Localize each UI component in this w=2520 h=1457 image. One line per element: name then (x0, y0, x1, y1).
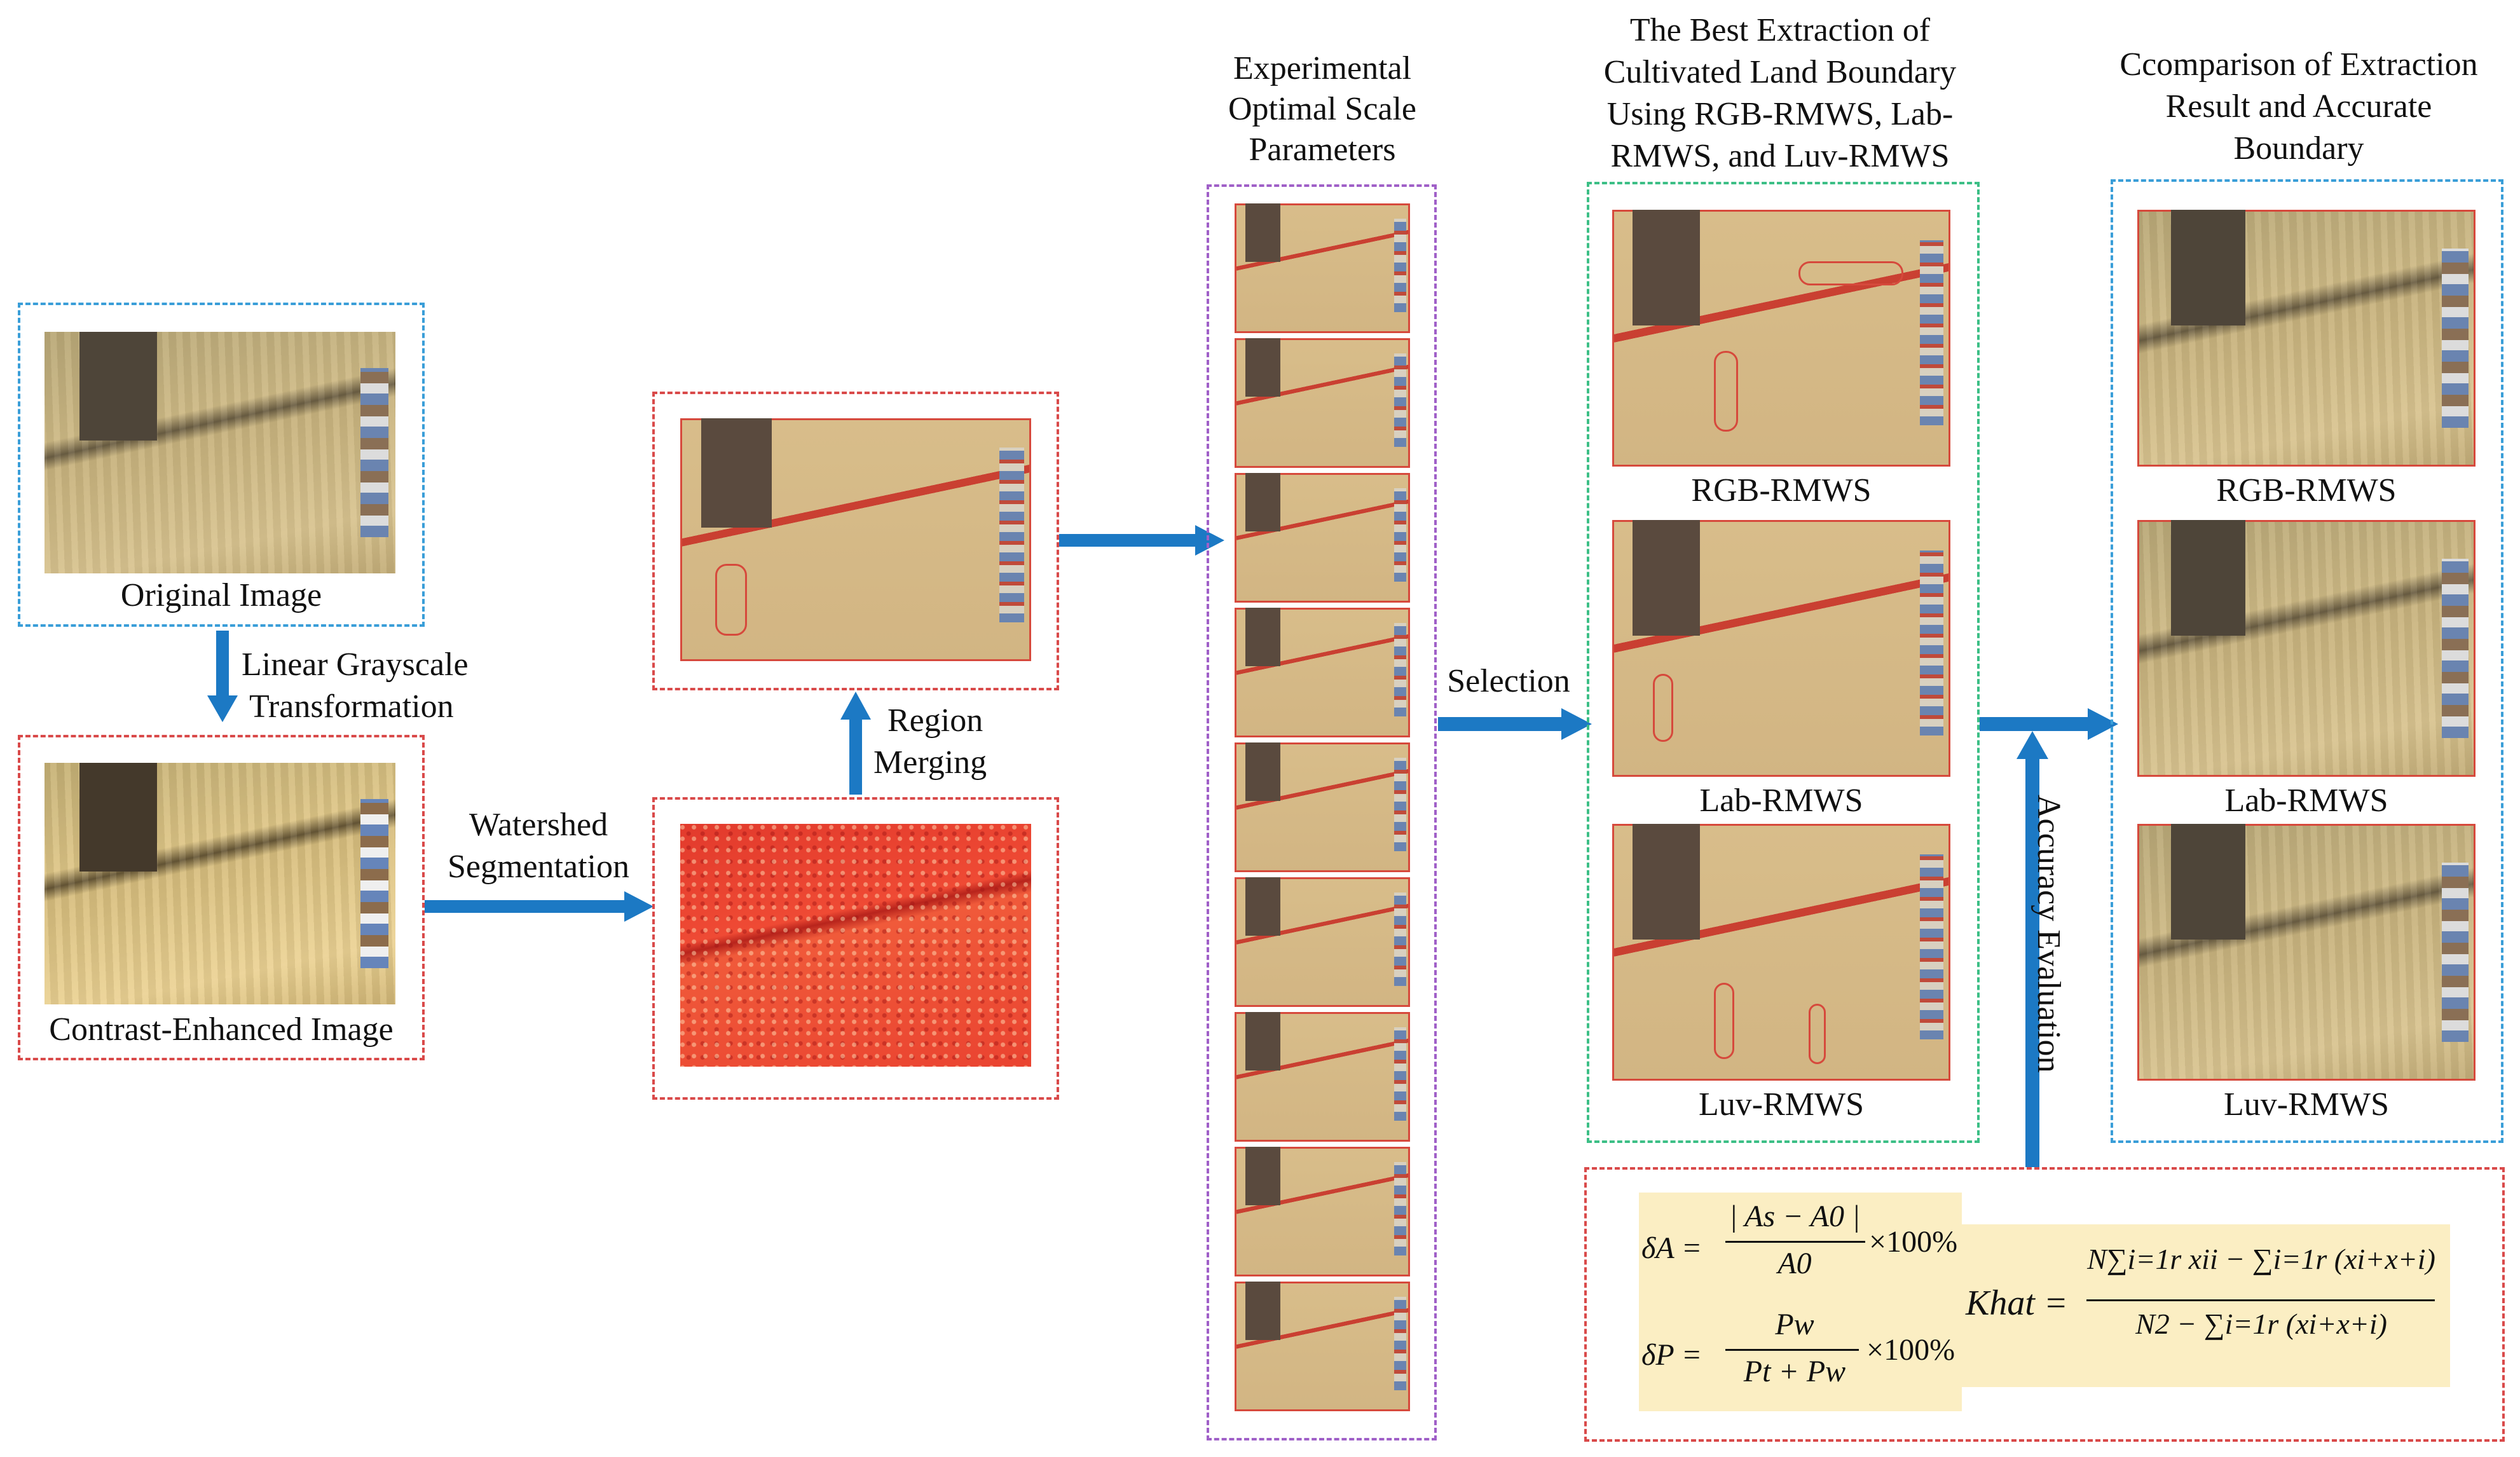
best-luv-label: Luv-RMWS (1699, 1086, 1864, 1123)
linear-transform-label-2: Transformation (249, 688, 454, 725)
best-extraction-label-1: The Best Extraction of (1629, 12, 1931, 48)
parameter-image-1 (1235, 203, 1410, 333)
parameter-image-5 (1235, 742, 1410, 872)
arrow-right-to-parameters-head (1195, 525, 1224, 556)
experimental-label-3: Parameters (1249, 132, 1396, 168)
region-merging-label-2: Merging (873, 744, 987, 781)
arrow-right-selection (1438, 717, 1565, 731)
contrast-enhanced-image (45, 763, 395, 1004)
arrow-right-watershed (425, 900, 628, 913)
watershed-label-1: Watershed (469, 807, 608, 843)
arrow-up-region-merging-head (840, 692, 871, 720)
best-lab-image (1612, 520, 1950, 777)
best-lab-label: Lab-RMWS (1699, 783, 1863, 819)
watershed-result-box (652, 797, 1059, 1100)
experimental-parameters-box (1207, 184, 1437, 1440)
arrow-down-linear (216, 631, 229, 698)
best-extraction-label-2: Cultivated Land Boundary (1603, 54, 1957, 90)
accuracy-formula-box (1584, 1167, 2505, 1442)
best-rgb-image (1612, 210, 1950, 467)
comparison-lab-image (2137, 520, 2475, 777)
comparison-rgb-label: RGB-RMWS (2216, 472, 2397, 509)
original-image-label: Original Image (120, 577, 322, 613)
arrow-right-comparison (1980, 717, 2092, 731)
khat-formula: Khat = N∑i=1r xii − ∑i=1r (xi+x+i) N2 − … (1962, 1224, 2450, 1387)
khat-lhs: Khat = (1966, 1283, 2068, 1323)
delta-p-numerator: Pw (1775, 1308, 1814, 1341)
comparison-rgb-image (2137, 210, 2475, 467)
delta-a-fraction-line (1725, 1241, 1865, 1243)
arrow-right-comparison-head (2088, 708, 2118, 740)
experimental-label-1: Experimental (1233, 50, 1412, 86)
arrow-up-accuracy (2025, 756, 2039, 1167)
arrow-right-watershed-head (624, 891, 654, 922)
best-luv-image (1612, 824, 1950, 1081)
contrast-image-label: Contrast-Enhanced Image (49, 1011, 394, 1048)
arrow-up-accuracy-head (2017, 731, 2048, 759)
comparison-label-1: Ccomparison of Extraction (2119, 46, 2478, 83)
best-extraction-label-3: Using RGB-RMWS, Lab- (1606, 96, 1954, 132)
parameter-image-7 (1235, 1012, 1410, 1142)
accuracy-evaluation-label: Accuracy Evaluation (2030, 795, 2067, 1073)
comparison-luv-image (2137, 824, 2475, 1081)
arrow-down-linear-head (207, 695, 238, 722)
delta-p-fraction-line (1725, 1349, 1859, 1351)
comparison-lab-label: Lab-RMWS (2224, 783, 2388, 819)
region-merging-box (652, 392, 1059, 690)
parameter-image-2 (1235, 338, 1410, 468)
linear-transform-label-1: Linear Grayscale (242, 646, 469, 683)
contrast-image-box (18, 735, 425, 1060)
khat-denominator: N2 − ∑i=1r (xi+x+i) (2135, 1308, 2387, 1340)
delta-p-lhs: δP = (1641, 1338, 1702, 1372)
delta-formulas: δA = | As − A0 | A0 ×100% δP = Pw Pt + P… (1639, 1193, 1962, 1411)
parameter-image-9 (1235, 1282, 1410, 1411)
original-image-box (18, 303, 425, 627)
selection-label: Selection (1447, 663, 1570, 699)
best-extraction-label-4: RMWS, and Luv-RMWS (1610, 138, 1950, 174)
comparison-box (2111, 179, 2503, 1143)
khat-numerator: N∑i=1r xii − ∑i=1r (xi+x+i) (2087, 1243, 2435, 1275)
region-merging-label-1: Region (887, 702, 983, 739)
comparison-label-3: Boundary (2233, 130, 2364, 167)
original-image (45, 332, 395, 573)
comparison-luv-label: Luv-RMWS (2224, 1086, 2389, 1123)
watershed-label-2: Segmentation (448, 849, 629, 885)
delta-a-rhs: ×100% (1869, 1225, 1958, 1259)
delta-p-denominator: Pt + Pw (1743, 1355, 1846, 1388)
khat-fraction-line (2086, 1299, 2435, 1301)
watershed-result-image (680, 824, 1031, 1067)
experimental-label-2: Optimal Scale (1228, 91, 1417, 127)
parameter-image-6 (1235, 877, 1410, 1007)
arrow-right-to-parameters (1059, 534, 1199, 547)
delta-a-denominator: A0 (1777, 1247, 1812, 1280)
delta-p-rhs: ×100% (1866, 1333, 1955, 1367)
region-merging-image (680, 418, 1031, 661)
arrow-up-region-merging (849, 718, 862, 795)
parameter-image-4 (1235, 608, 1410, 737)
parameter-image-8 (1235, 1147, 1410, 1276)
parameter-image-3 (1235, 473, 1410, 603)
best-rgb-label: RGB-RMWS (1691, 472, 1872, 509)
best-extraction-box (1587, 182, 1980, 1143)
delta-a-numerator: | As − A0 | (1729, 1200, 1861, 1233)
comparison-label-2: Result and Accurate (2165, 88, 2432, 125)
delta-a-lhs: δA = (1641, 1231, 1702, 1265)
